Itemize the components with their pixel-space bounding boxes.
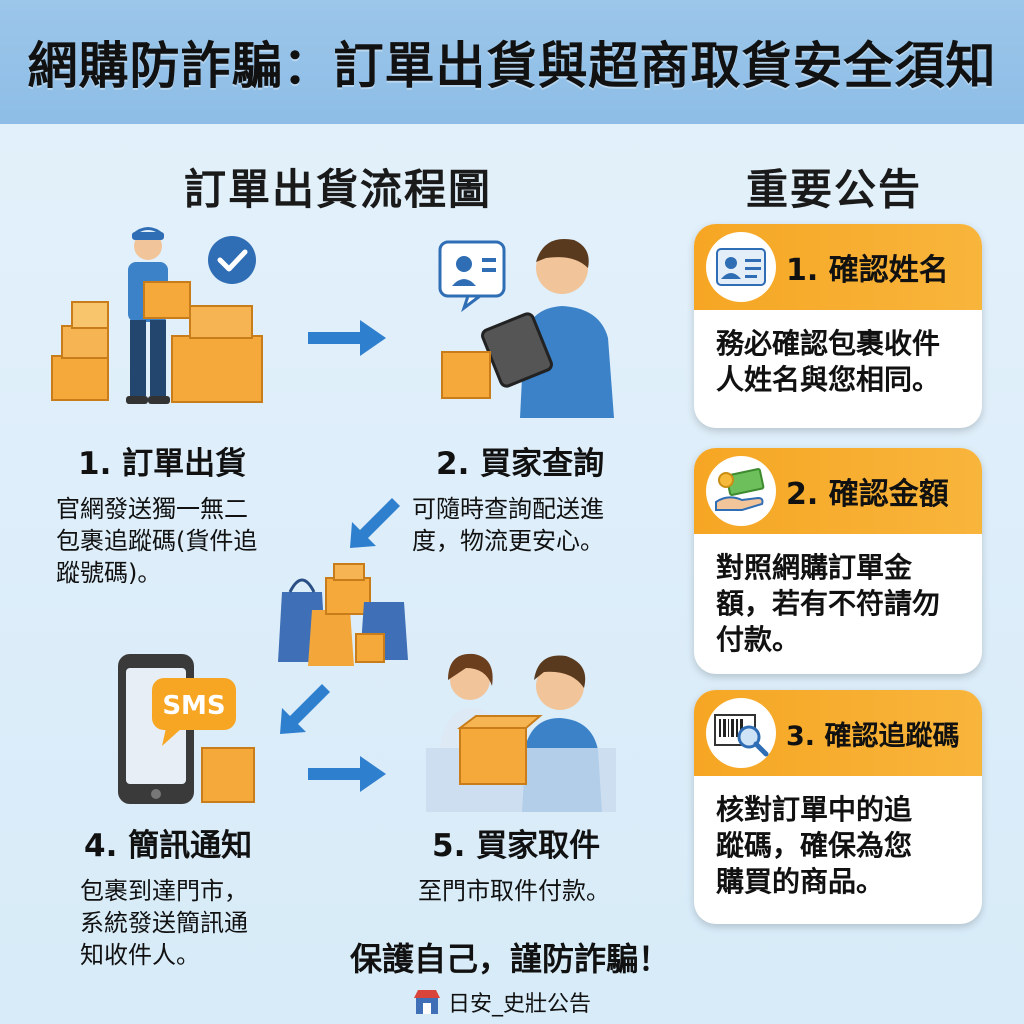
buyer-tablet-illustration — [438, 238, 614, 418]
notice-card-body: 對照網購訂單金 額，若有不符請勿 付款。 — [694, 534, 982, 672]
phone-sms-illustration: SMS — [118, 654, 255, 804]
arrow-right-1-icon — [308, 320, 386, 356]
store-icon — [414, 990, 440, 1014]
notice-card-body: 核對訂單中的追 蹤碼，確保為您 購買的商品。 — [694, 776, 982, 914]
notice-title: 重要公告 — [746, 165, 923, 214]
notice-card-tracking: 3. 確認追蹤碼 核對訂單中的追 蹤碼，確保為您 購買的商品。 — [694, 690, 982, 924]
step-title: 5. 買家取件 — [432, 828, 601, 864]
header-banner: 網購防詐騙：訂單出貨與超商取貨安全須知 — [0, 0, 1024, 124]
step-desc-line: 可隨時查詢配送進 — [412, 495, 604, 523]
step-desc: 包裹到達門市， 系統發送簡訊通 知收件人。 — [80, 875, 252, 971]
notice-card-name: 1. 確認姓名 務必確認包裹收件 人姓名與您相同。 — [694, 224, 982, 428]
step-title: 2. 買家查詢 — [436, 446, 605, 482]
notice-body-line: 付款。 — [716, 623, 801, 656]
step-buyer-pickup: 5. 買家取件 至門市取件付款。 — [418, 820, 610, 907]
notice-body-line: 務必確認包裹收件 — [716, 327, 941, 360]
step-desc: 官網發送獨一無二 包裹追蹤碼(貨件追 蹤號碼)。 — [56, 493, 257, 589]
notice-card-title: 1. 確認姓名 — [786, 253, 949, 288]
notice-body-line: 購買的商品。 — [716, 865, 885, 898]
arrow-down-left-1-icon — [350, 498, 400, 548]
footer-text: 日安_史壯公告 — [448, 992, 592, 1017]
notice-card-title: 2. 確認金額 — [786, 477, 949, 512]
arrow-down-left-2-icon — [280, 684, 330, 734]
money-hand-icon — [706, 456, 776, 526]
notice-body-line: 對照網購訂單金 — [716, 551, 913, 584]
step-desc-line: 度，物流更安心。 — [412, 527, 604, 555]
flow-title: 訂單出貨流程圖 — [184, 165, 493, 214]
step-title: 1. 訂單出貨 — [78, 446, 247, 482]
step-desc-line: 包裹到達門市， — [80, 877, 248, 905]
notice-body-line: 人姓名與您相同。 — [716, 363, 941, 396]
worker-boxes-illustration — [51, 227, 263, 404]
step-desc-line: 包裹追蹤碼(貨件追 — [56, 527, 258, 555]
footer: 日安_史壯公告 — [412, 986, 591, 1018]
notice-card-amount: 2. 確認金額 對照網購訂單金 額，若有不符請勿 付款。 — [694, 448, 982, 674]
step-desc-line: 知收件人。 — [80, 941, 200, 969]
notice-body-line: 核對訂單中的追 — [716, 793, 913, 826]
step-desc-line: 蹤號碼)。 — [56, 559, 162, 587]
step-desc-line: 至門市取件付款。 — [418, 877, 610, 905]
step-title: 4. 簡訊通知 — [84, 828, 253, 864]
notice-body-line: 蹤碼，確保為您 — [716, 829, 913, 862]
shopping-bags-illustration — [278, 563, 408, 666]
sms-label: SMS — [162, 691, 225, 721]
notice-body-line: 額，若有不符請勿 — [716, 587, 941, 620]
barcode-magnifier-icon — [706, 698, 776, 768]
step-desc-line: 官網發送獨一無二 — [56, 495, 248, 523]
notice-card-header: 2. 確認金額 — [694, 448, 982, 534]
notice-card-title: 3. 確認追蹤碼 — [786, 720, 960, 752]
arrow-right-2-icon — [308, 756, 386, 792]
step-desc: 至門市取件付款。 — [418, 875, 610, 907]
notice-card-header: 1. 確認姓名 — [694, 224, 982, 310]
step-sms-notice: 4. 簡訊通知 包裹到達門市， 系統發送簡訊通 知收件人。 — [80, 820, 253, 971]
slogan: 保護自己，謹防詐騙！ — [350, 940, 671, 978]
notice-card-header: 3. 確認追蹤碼 — [694, 690, 982, 776]
step-desc: 可隨時查詢配送進 度，物流更安心。 — [412, 493, 604, 557]
store-pickup-illustration — [426, 653, 616, 812]
step-desc-line: 系統發送簡訊通 — [80, 909, 248, 937]
step-buyer-query: 2. 買家查詢 可隨時查詢配送進 度，物流更安心。 — [412, 438, 605, 557]
id-card-icon — [706, 232, 776, 302]
notice-card-body: 務必確認包裹收件 人姓名與您相同。 — [694, 310, 982, 412]
page-title: 網購防詐騙：訂單出貨與超商取貨安全須知 — [27, 37, 997, 95]
step-order-shipped: 1. 訂單出貨 官網發送獨一無二 包裹追蹤碼(貨件追 蹤號碼)。 — [56, 438, 257, 589]
